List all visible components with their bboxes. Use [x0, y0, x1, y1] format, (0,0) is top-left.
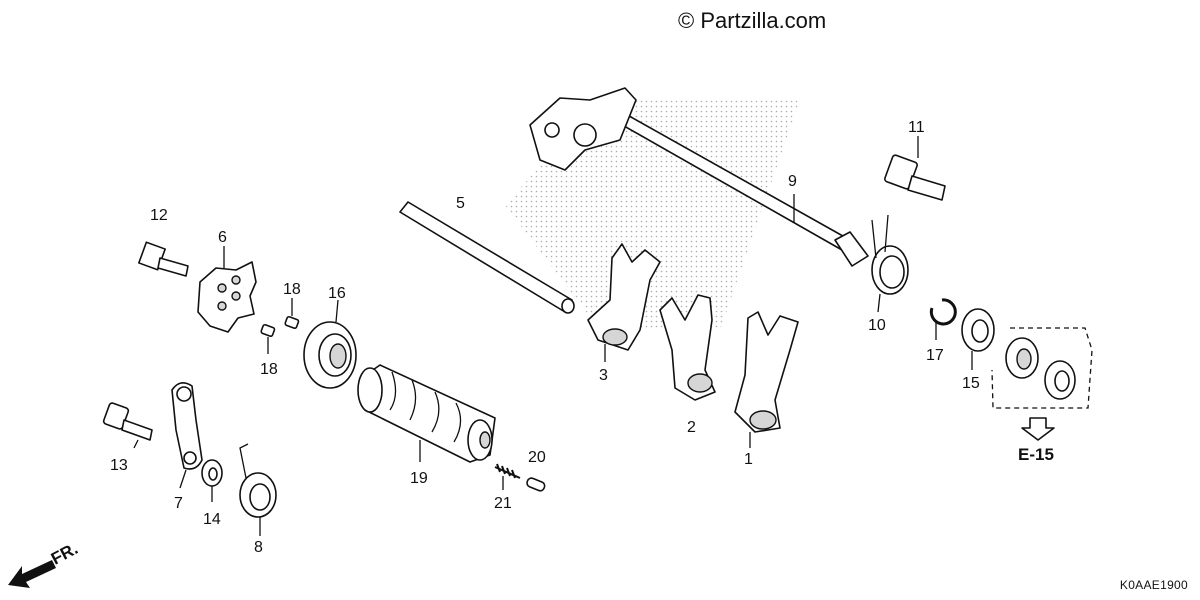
diagram-code: K0AAE1900: [1119, 578, 1188, 592]
reference-box: [991, 327, 1093, 441]
label-14: 14: [203, 511, 221, 528]
part-17-circlip[interactable]: [929, 298, 957, 326]
part-6-star-plate[interactable]: [197, 261, 257, 333]
part-20-pin[interactable]: [526, 477, 546, 492]
part-5-fork-shaft[interactable]: [399, 201, 575, 314]
front-arrow: [8, 560, 56, 588]
reference-section-label: E-15: [1018, 445, 1054, 464]
label-18-a: 18: [283, 281, 301, 298]
label-2: 2: [687, 419, 696, 436]
part-8-spring[interactable]: [239, 443, 277, 518]
part-9-shift-shaft[interactable]: [529, 87, 869, 267]
part-18-dowel-pins[interactable]: [260, 315, 300, 337]
part-7-stopper-arm[interactable]: [171, 382, 203, 470]
label-17: 17: [926, 347, 944, 364]
label-3: 3: [599, 367, 608, 384]
label-8: 8: [254, 539, 263, 556]
label-15: 15: [962, 375, 980, 392]
label-6: 6: [218, 229, 227, 246]
part-2-shift-fork[interactable]: [659, 294, 716, 401]
label-13: 13: [110, 457, 128, 474]
part-12-bolt[interactable]: [138, 241, 189, 277]
part-15-washer[interactable]: [961, 308, 995, 352]
label-21: 21: [494, 495, 512, 512]
label-20: 20: [528, 449, 546, 466]
part-21-spring[interactable]: [494, 463, 521, 479]
part-14-washer[interactable]: [201, 459, 223, 487]
part-13-bolt[interactable]: [102, 402, 153, 441]
part-19-shift-drum[interactable]: [357, 364, 496, 463]
part-10-return-spring[interactable]: [871, 214, 909, 295]
part-11-bolt[interactable]: [884, 154, 946, 201]
label-1: 1: [744, 451, 753, 468]
stipple-region: [505, 100, 800, 330]
part-number-labels: 1 2 3 5 6 7 8 9 10 11 12 13 14 15 16: [110, 119, 1054, 556]
label-16: 16: [328, 285, 346, 302]
part-1-shift-fork[interactable]: [734, 311, 799, 433]
label-10: 10: [868, 317, 886, 334]
label-19: 19: [410, 470, 428, 487]
part-3-shift-fork[interactable]: [587, 243, 661, 351]
label-5: 5: [456, 195, 465, 212]
label-18-b: 18: [260, 361, 278, 378]
part-16-bearing[interactable]: [303, 321, 357, 389]
label-12: 12: [150, 207, 168, 224]
label-11: 11: [908, 119, 925, 136]
label-7: 7: [174, 495, 183, 512]
label-9: 9: [788, 173, 797, 190]
watermark: © Partzilla.com: [678, 8, 827, 33]
